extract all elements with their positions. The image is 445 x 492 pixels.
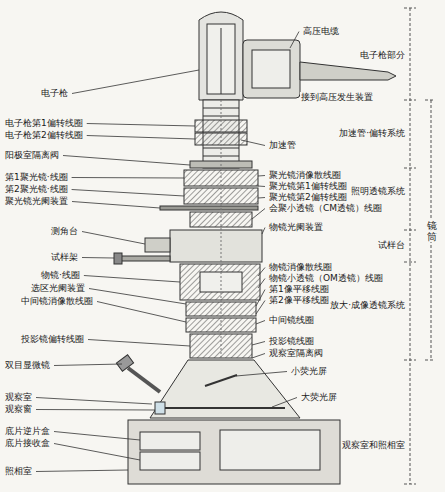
leader-line [63,156,190,166]
part-label: 观察室隔离阀 [268,348,324,359]
leader-line [258,279,265,289]
part-label: 第1像平移线圈 [268,284,330,295]
leader-line [72,190,184,197]
leader-line [72,70,199,94]
part-label: 高压电缆 [302,26,340,37]
leader-line [256,301,265,315]
section-label: 镜筒 [426,220,438,242]
part-label: 第1聚光镜·线圈 [4,172,69,183]
part-label: 聚光镜第1偏转线圈 [268,181,348,192]
leader-line [258,175,265,177]
leader-line [258,186,265,188]
part-label: 中间镜线圈 [268,315,315,326]
leader-line [36,398,152,405]
leader-line [54,444,140,461]
section-label: 照明透镜系统 [350,186,406,197]
part-label: 测角台 [50,226,79,237]
part-label: 观察室 [4,392,33,403]
part-label: 第2像平移线圈 [268,295,330,306]
leader-line [258,197,265,199]
part-label: 电子枪第1偏转线圈 [4,118,84,129]
part-label: 中间镜消像散线圈 [20,296,94,307]
part-label: 加速管 [268,140,297,151]
leader-line [54,364,122,366]
part-label: 物镜·线圈 [40,270,81,281]
part-label: 电子枪 [40,88,69,99]
section-label: 放大·成像透镜系统 [329,300,406,311]
leader-line [87,136,195,140]
part-label: 阳极室隔离阀 [4,150,60,161]
leader-line [256,290,265,307]
part-label: 电子枪第2偏转线圈 [4,130,84,141]
leader-line [72,177,184,179]
part-label: 投影镜线圈 [268,336,315,347]
leader-line [252,342,265,346]
part-label: 试样架 [50,252,79,263]
part-label: 底片逆片盒 [4,426,51,437]
part-label: 观察窗 [4,404,33,415]
section-label: 电子枪部分 [359,50,406,61]
part-label: 聚光镜消像散线圈 [268,170,342,181]
part-label: 照相室 [4,466,33,477]
part-label: 物镜小透镜（OM透镜）线圈 [268,273,384,284]
leader-line [72,202,160,209]
part-label: 会聚小透镜（CM透镜）线圈 [268,203,383,214]
part-label: 选区光阑装置 [30,283,86,294]
leader-line [236,372,287,377]
part-label: 底片接收盒 [4,438,51,449]
leader-line [36,409,155,411]
part-label: 接到高压发生装置 [300,92,374,103]
leader-line [54,432,140,441]
part-label: 物镜光阑装置 [268,222,324,233]
leader-line [87,124,195,127]
leader-line [290,32,299,49]
leader-line [258,268,265,277]
leader-line [256,321,265,325]
leader-line [36,470,128,472]
leader-line [84,276,180,283]
leader-line [97,302,186,323]
leader-line [82,257,114,259]
part-label: 双目显微镜 [4,360,51,371]
part-label: 聚光镜第2偏转线圈 [268,192,348,203]
part-label: 聚光镜光阑装置 [4,196,69,207]
part-label: 小荧光屏 [290,366,328,377]
part-label: 物镜消像散线圈 [268,262,333,273]
leader-line [252,354,265,359]
section-label: 试样台 [377,240,406,251]
part-label: 投影镜偏转线圈 [20,334,85,345]
leader-line [262,228,265,235]
leader-line [82,232,145,245]
leader-line [272,398,297,408]
part-label: 第2聚光镜·线圈 [4,184,69,195]
section-label: 观察室和照相室 [341,440,406,451]
leader-line [252,209,265,220]
leader-line [241,140,265,146]
part-label: 大荧光屏 [300,392,338,403]
section-label: 加速管·偏转系统 [338,128,406,139]
leader-line [89,289,186,305]
leader-line [88,340,190,347]
